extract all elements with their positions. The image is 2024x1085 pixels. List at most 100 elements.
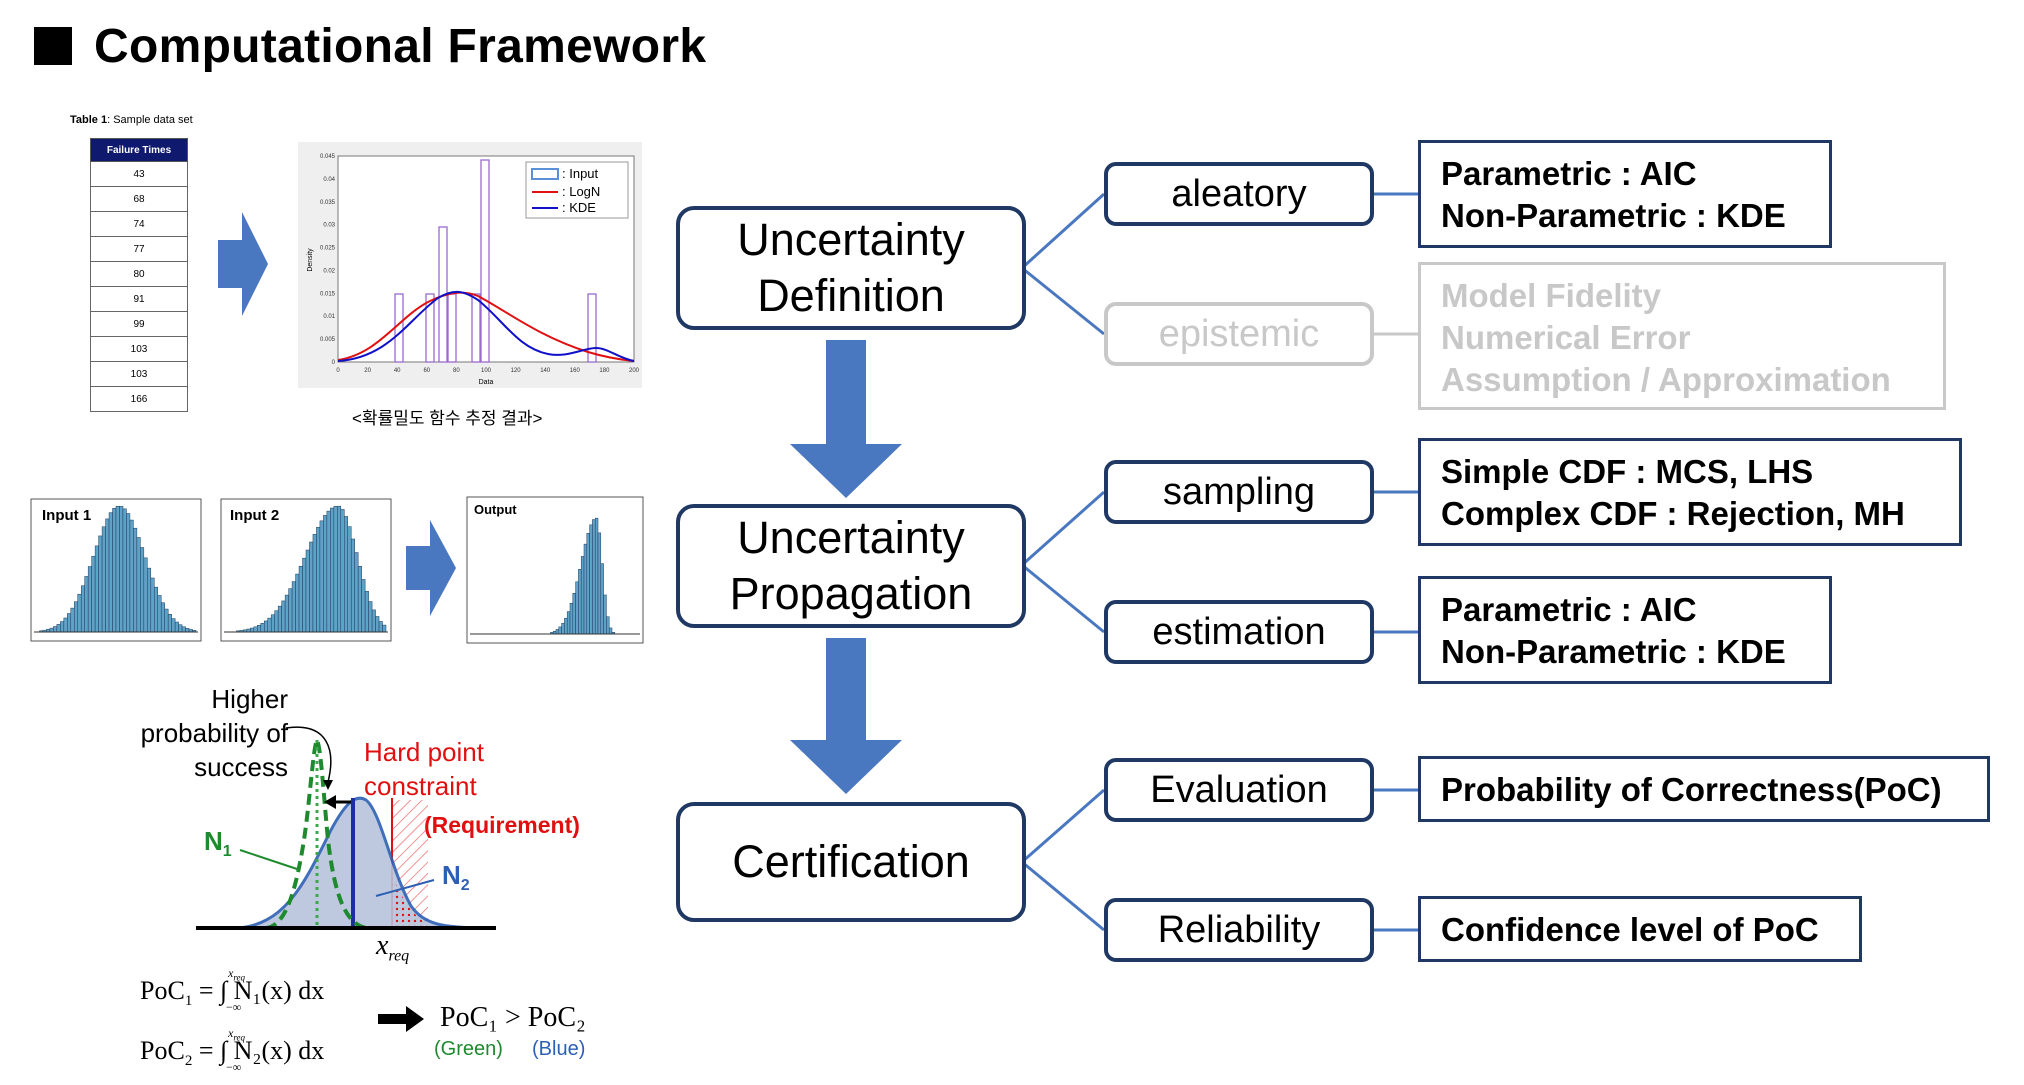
density-xtick-label: 120 xyxy=(511,368,522,374)
higher-probability-label: Higher probability of success xyxy=(126,682,288,784)
density-ytick-label: 0 xyxy=(332,360,336,366)
density-ytick-label: 0.03 xyxy=(323,223,335,229)
density-xtick-label: 60 xyxy=(423,368,430,374)
n2-tail-region xyxy=(392,876,436,927)
green-label: (Green) xyxy=(434,1038,503,1060)
desc-estimation-line1: Parametric : AIC xyxy=(1441,591,1697,628)
higher-prob-pointer xyxy=(285,726,332,783)
legend-input-label: : Input xyxy=(562,166,599,181)
table-cell: 80 xyxy=(90,261,188,287)
stage-propagation-line1: Uncertainty xyxy=(737,512,965,563)
implies-arrow-icon xyxy=(378,1006,424,1032)
density-ytick-label: 0.02 xyxy=(323,268,335,274)
density-xtick-label: 0 xyxy=(336,368,340,374)
histogram-input2: Input 2 xyxy=(220,498,392,642)
leaf-sampling: sampling xyxy=(1104,460,1374,524)
kde-curve xyxy=(337,290,635,362)
table-cell: 99 xyxy=(90,311,188,337)
n2-label: N2 xyxy=(442,860,470,895)
requirement-label: (Requirement) xyxy=(424,812,580,838)
connector-definition-epistemic xyxy=(1021,266,1105,336)
density-xtick-label: 80 xyxy=(453,368,460,374)
poc1-lower-limit: −∞ xyxy=(226,1000,242,1014)
poc1-subscript: 1 xyxy=(184,993,193,1010)
blue-label: (Blue) xyxy=(532,1038,586,1060)
density-xtick-label: 20 xyxy=(364,368,371,374)
desc-aleatory-line1: Parametric : AIC xyxy=(1441,155,1697,192)
poc2-subscript: 2 xyxy=(184,1053,193,1070)
higher-prob-pointer-head xyxy=(323,780,333,790)
table-row: 80 xyxy=(90,261,188,287)
desc-sampling-line2: Complex CDF : Rejection, MH xyxy=(1441,495,1905,532)
legend-input-swatch xyxy=(531,168,559,180)
poc2-text: PoC xyxy=(140,1036,185,1065)
histogram-input1: Input 1 xyxy=(30,498,202,642)
density-ytick-label: 0.035 xyxy=(320,200,336,206)
n2-letter: N xyxy=(442,860,461,890)
xreq-letter: x xyxy=(376,930,389,961)
xreq-label: xreq xyxy=(376,930,409,966)
histogram-input1-label: Input 1 xyxy=(42,507,91,524)
down-arrow-icon xyxy=(790,340,902,498)
xreq-subscript: req xyxy=(388,947,410,965)
hard-point-line1: Hard point xyxy=(364,737,484,767)
desc-epistemic-line1: Model Fidelity xyxy=(1441,277,1662,314)
legend-logn-label: : LogN xyxy=(562,184,600,199)
density-ytick-label: 0.005 xyxy=(320,337,336,343)
shift-arrow-icon xyxy=(324,795,336,809)
poc-distribution-figure xyxy=(196,726,496,930)
n1-subscript: 1 xyxy=(222,843,232,861)
hard-point-line2: constraint xyxy=(364,771,477,801)
density-xtick-label: 180 xyxy=(599,368,610,374)
table-cell: 74 xyxy=(90,211,188,237)
connector-definition-aleatory xyxy=(1020,192,1106,270)
connector-certification-reliability xyxy=(1021,860,1105,932)
desc-estimation: Parametric : AIC Non-Parametric : KDE xyxy=(1418,576,1832,684)
leaf-estimation: estimation xyxy=(1104,600,1374,664)
higher-prob-line2: probability of xyxy=(140,718,288,748)
page-title: Computational Framework xyxy=(34,18,706,74)
right-arrow-icon xyxy=(406,520,456,616)
density-ytick-label: 0.04 xyxy=(323,177,335,183)
table-row: 99 xyxy=(90,311,188,337)
stage-certification: Certification xyxy=(676,802,1026,922)
n2-curve xyxy=(235,796,487,930)
density-ylabel: Density xyxy=(307,248,314,272)
hard-point-label: Hard point constraint xyxy=(364,735,484,803)
poc2-upper-subscript: req xyxy=(233,1032,245,1043)
n2-subscript: 2 xyxy=(460,877,470,895)
density-xtick-label: 200 xyxy=(629,368,640,374)
leaf-reliability: Reliability xyxy=(1104,898,1374,962)
density-ytick-label: 0.045 xyxy=(320,154,336,160)
desc-reliability-line1: Confidence level of PoC xyxy=(1441,911,1819,948)
stage-definition-line2: Definition xyxy=(757,270,945,321)
density-xtick-label: 100 xyxy=(481,368,492,374)
sample-data-table: Failure Times 43 68 74 77 80 91 99 103 1… xyxy=(90,138,188,412)
right-arrow-icon xyxy=(218,212,268,316)
table-caption: Table 1: Sample data set xyxy=(70,114,193,126)
poc1-upper-limit: xreq xyxy=(228,966,245,982)
density-ytick-label: 0.015 xyxy=(320,291,336,297)
higher-prob-line1: Higher xyxy=(211,684,288,714)
desc-aleatory-line2: Non-Parametric : KDE xyxy=(1441,197,1786,234)
stage-definition-line1: Uncertainty xyxy=(737,214,965,265)
poc1-equation: PoC1 = ∫ N₁(x) dx xyxy=(140,976,324,1010)
poc1-upper-letter: x xyxy=(228,966,234,980)
leaf-aleatory: aleatory xyxy=(1104,162,1374,226)
desc-epistemic-line2: Numerical Error xyxy=(1441,319,1691,356)
density-ytick-label: 0.025 xyxy=(320,246,336,252)
n1-letter: N xyxy=(204,826,223,856)
poc2-upper-letter: x xyxy=(228,1026,234,1040)
connector-propagation-estimation xyxy=(1021,563,1105,634)
higher-prob-line3: success xyxy=(194,752,288,782)
density-xlabel: Data xyxy=(479,379,494,386)
desc-reliability: Confidence level of PoC xyxy=(1418,896,1862,962)
connector-certification-evaluation xyxy=(1021,788,1105,864)
density-xtick-label: 160 xyxy=(570,368,581,374)
n1-curve xyxy=(265,735,369,930)
histogram-input2-label: Input 2 xyxy=(230,507,279,524)
n1-label: N1 xyxy=(204,826,232,861)
